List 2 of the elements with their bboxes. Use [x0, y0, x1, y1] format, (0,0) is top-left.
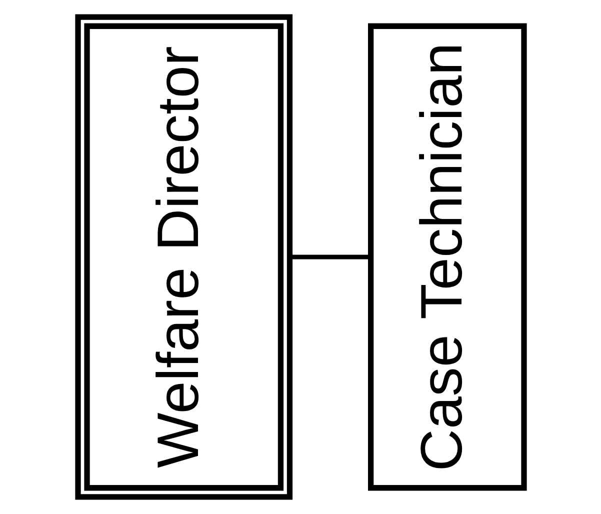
node-box: Case Technician [368, 23, 526, 491]
node-box: Welfare Director [74, 14, 292, 500]
